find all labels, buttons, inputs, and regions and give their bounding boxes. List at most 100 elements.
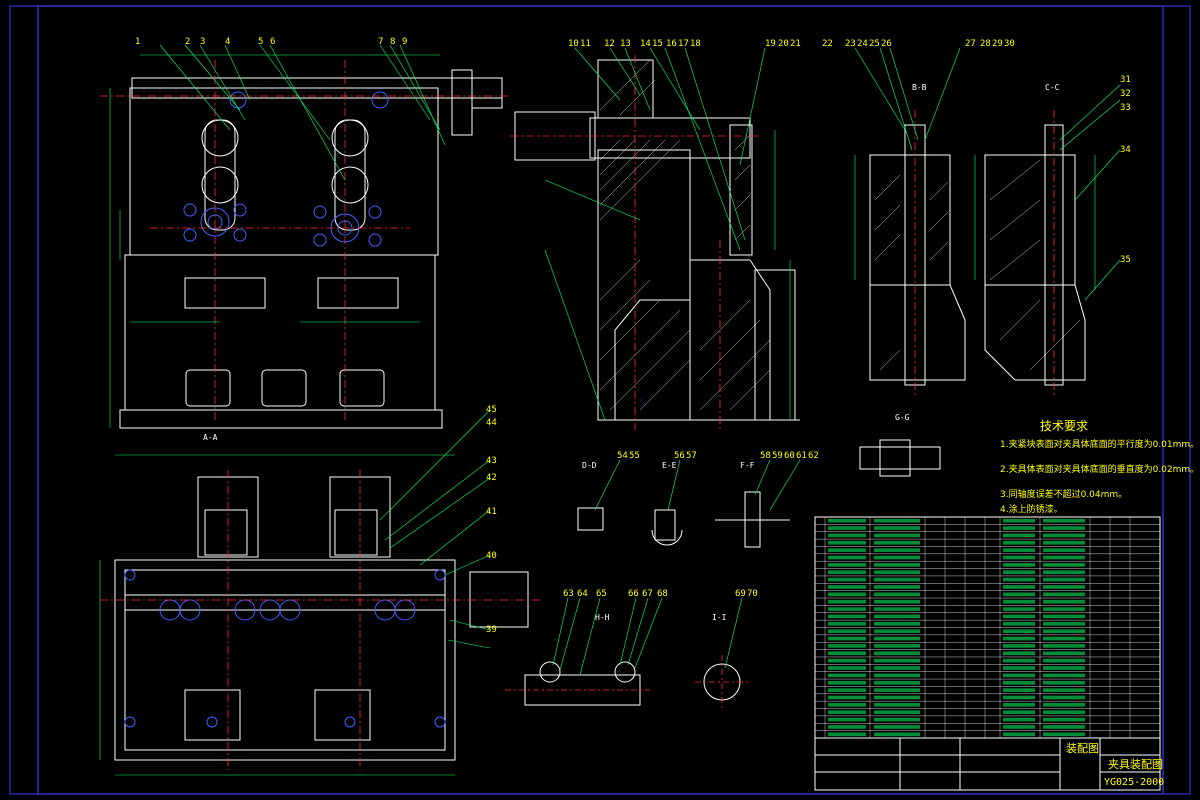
parts-table-cell-text — [1043, 518, 1085, 523]
callout-42: 42 — [486, 473, 497, 483]
title-block: 装配图 夹具装配图 YG025-2000 — [814, 737, 1164, 791]
parts-table-cell-text — [1043, 592, 1085, 597]
parts-table-cell-text — [828, 592, 866, 597]
parts-table-cell-text — [1043, 651, 1085, 656]
parts-table-cell-text — [874, 614, 920, 619]
parts-table-cell-text — [828, 717, 866, 722]
section-label-b-b: B-B — [912, 83, 927, 92]
callout-34: 34 — [1120, 145, 1131, 155]
callout-45: 45 — [486, 405, 497, 415]
parts-table-cell-text — [828, 666, 866, 670]
parts-table-cell-text — [874, 548, 920, 552]
callout-65: 65 — [596, 589, 607, 599]
callout-43: 43 — [486, 456, 497, 466]
callout-19: 19 — [765, 39, 776, 49]
callout-3: 3 — [200, 37, 205, 47]
callout-12: 12 — [604, 39, 615, 49]
parts-table-cell-text — [1003, 710, 1035, 715]
parts-list — [814, 516, 1161, 739]
callout-60: 60 — [784, 451, 795, 461]
section-view-middle — [514, 59, 800, 421]
callout-62: 62 — [808, 451, 819, 461]
parts-table-cell-text — [1043, 673, 1085, 678]
parts-table-cell-text — [828, 651, 866, 656]
callout-20: 20 — [778, 39, 789, 49]
parts-table-cell-text — [874, 725, 920, 729]
callout-7: 7 — [378, 37, 383, 47]
parts-table-cell-text — [1003, 518, 1035, 523]
parts-table-cell-text — [874, 563, 920, 567]
callout-26: 26 — [881, 39, 892, 49]
parts-table-cell-text — [874, 599, 920, 604]
parts-table-cell-text — [1043, 614, 1085, 619]
parts-table-cell-text — [828, 526, 866, 530]
callout-35: 35 — [1120, 255, 1131, 265]
parts-table-cell-text — [874, 695, 920, 700]
parts-table-cell-text — [1003, 570, 1035, 575]
parts-table-cell-text — [1003, 592, 1035, 597]
parts-table-cell-text — [1043, 563, 1085, 567]
parts-table-cell-text — [874, 658, 920, 663]
parts-table-cell-text — [1003, 666, 1035, 670]
parts-table-cell-text — [874, 533, 920, 538]
callout-33: 33 — [1120, 103, 1131, 113]
callout-61: 61 — [796, 451, 807, 461]
parts-table-cell-text — [1043, 695, 1085, 700]
callout-31: 31 — [1120, 75, 1131, 85]
parts-table-cell-text — [1003, 644, 1035, 648]
callout-57: 57 — [686, 451, 697, 461]
parts-table-cell-text — [828, 518, 866, 523]
callout-32: 32 — [1120, 89, 1131, 99]
parts-table-cell-text — [828, 673, 866, 678]
parts-table-cell-text — [828, 577, 866, 582]
parts-table-cell-text — [1003, 585, 1035, 589]
callout-17: 17 — [678, 39, 689, 49]
parts-table-cell-text — [1003, 563, 1035, 567]
parts-table-cell-text — [1043, 555, 1085, 560]
parts-table-cell-text — [1043, 636, 1085, 641]
parts-table-cell-text — [874, 710, 920, 715]
callout-40: 40 — [486, 551, 497, 561]
callout-6: 6 — [270, 37, 275, 47]
parts-table-cell-text — [1043, 717, 1085, 722]
parts-table-cell-text — [1003, 614, 1035, 619]
parts-table-cell-text — [874, 585, 920, 589]
parts-table-cell-text — [828, 570, 866, 575]
section-label-h-h: H-H — [595, 613, 610, 622]
inner-frame — [37, 5, 1164, 795]
callout-10: 10 — [568, 39, 579, 49]
section-label-f-f: F-F — [740, 461, 755, 470]
hatch-middle — [599, 59, 771, 411]
parts-table-cell-text — [874, 518, 920, 523]
parts-table-cell-text — [1043, 725, 1085, 729]
parts-table-cell-text — [874, 621, 920, 626]
title-block-type: 装配图 — [1066, 742, 1099, 755]
section-b-b — [869, 124, 966, 386]
callout-11: 11 — [580, 39, 591, 49]
top-view — [114, 476, 529, 761]
callout-39: 39 — [486, 625, 497, 635]
callout-22: 22 — [822, 39, 833, 49]
parts-table-cell-text — [828, 621, 866, 626]
detail-g-g — [859, 439, 941, 477]
parts-table-cell-text — [874, 636, 920, 641]
parts-table-cell-text — [828, 680, 866, 685]
parts-table-cell-text — [828, 599, 866, 604]
callout-67: 67 — [642, 589, 653, 599]
parts-table-cell-text — [1003, 703, 1035, 707]
parts-table-cell-text — [874, 577, 920, 582]
parts-table-cell-text — [828, 563, 866, 567]
callout-70: 70 — [747, 589, 758, 599]
parts-table-cell-text — [1003, 577, 1035, 582]
parts-table-cell-text — [874, 673, 920, 678]
parts-table-cell-text — [874, 570, 920, 575]
parts-table-cell-text — [1043, 703, 1085, 707]
callout-9: 9 — [402, 37, 407, 47]
callout-66: 66 — [628, 589, 639, 599]
section-label-g-g: G-G — [895, 413, 910, 422]
callout-8: 8 — [390, 37, 395, 47]
callout-2: 2 — [185, 37, 190, 47]
parts-table-cell-text — [1043, 680, 1085, 685]
parts-table-cell-text — [1043, 577, 1085, 582]
